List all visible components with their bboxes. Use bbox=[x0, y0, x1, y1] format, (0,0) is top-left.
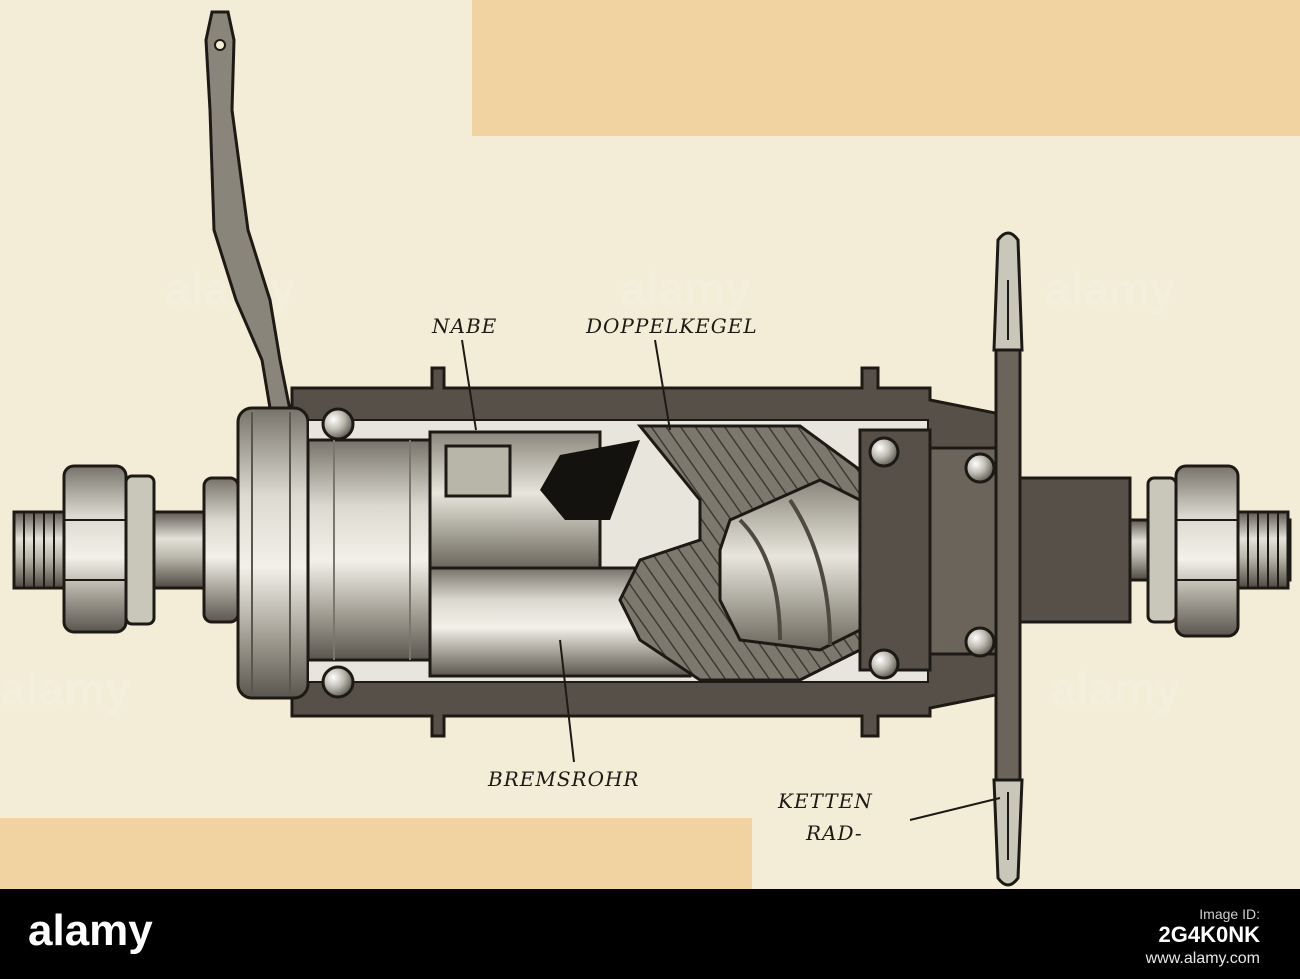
label-doppelkegel: DOPPELKEGEL bbox=[585, 314, 758, 338]
leader-doppelkegel bbox=[654, 339, 671, 431]
tape-strip-bottom bbox=[0, 818, 752, 889]
stock-bar bbox=[0, 889, 1300, 979]
sprocket bbox=[992, 231, 1024, 887]
wedge-shadow bbox=[540, 440, 640, 520]
driver-screw bbox=[718, 478, 862, 652]
label-rad: RAD- bbox=[805, 821, 863, 845]
bearing-ball-icon bbox=[868, 648, 900, 680]
label-bremsrohr: BREMSROHR bbox=[487, 767, 640, 791]
bearing-ball-icon bbox=[321, 665, 355, 699]
axle-thread-left bbox=[12, 510, 68, 590]
brake-arm-hole bbox=[214, 39, 226, 51]
watermark: alamy bbox=[620, 263, 751, 315]
image-id: 2G4K0NK bbox=[1158, 922, 1260, 947]
leader-bremsrohr bbox=[559, 639, 575, 763]
label-ketten: KETTEN bbox=[777, 789, 873, 813]
bearing-ball-icon bbox=[964, 626, 996, 658]
slot-window bbox=[444, 444, 512, 498]
right-cup bbox=[858, 428, 932, 672]
nut-icon bbox=[1146, 464, 1240, 638]
bearing-ball-icon bbox=[321, 407, 355, 441]
tape-strip-top bbox=[472, 0, 1300, 136]
watermark: alamy bbox=[1045, 263, 1176, 315]
nut-icon bbox=[62, 464, 156, 634]
axle-thread-right bbox=[1236, 510, 1290, 590]
watermark: alamy bbox=[1050, 663, 1181, 715]
stock-meta: Image ID: 2G4K0NK www.alamy.com bbox=[1146, 906, 1260, 968]
left-cone bbox=[152, 510, 212, 590]
stock-site: www.alamy.com bbox=[1145, 950, 1260, 967]
right-locknut bbox=[1018, 476, 1132, 624]
watermark: alamy bbox=[0, 663, 131, 715]
left-flange bbox=[236, 406, 310, 700]
bearing-ball-icon bbox=[964, 452, 996, 484]
stock-logo: alamy bbox=[28, 906, 153, 955]
brake-drum bbox=[306, 438, 432, 662]
leader-kettenrad bbox=[909, 797, 1001, 821]
label-nabe: NABE bbox=[431, 314, 497, 338]
bearing-ball-icon bbox=[868, 436, 900, 468]
image-id-label: Image ID: bbox=[1199, 906, 1260, 922]
leader-nabe bbox=[461, 339, 477, 431]
left-cone-collar bbox=[202, 476, 240, 624]
